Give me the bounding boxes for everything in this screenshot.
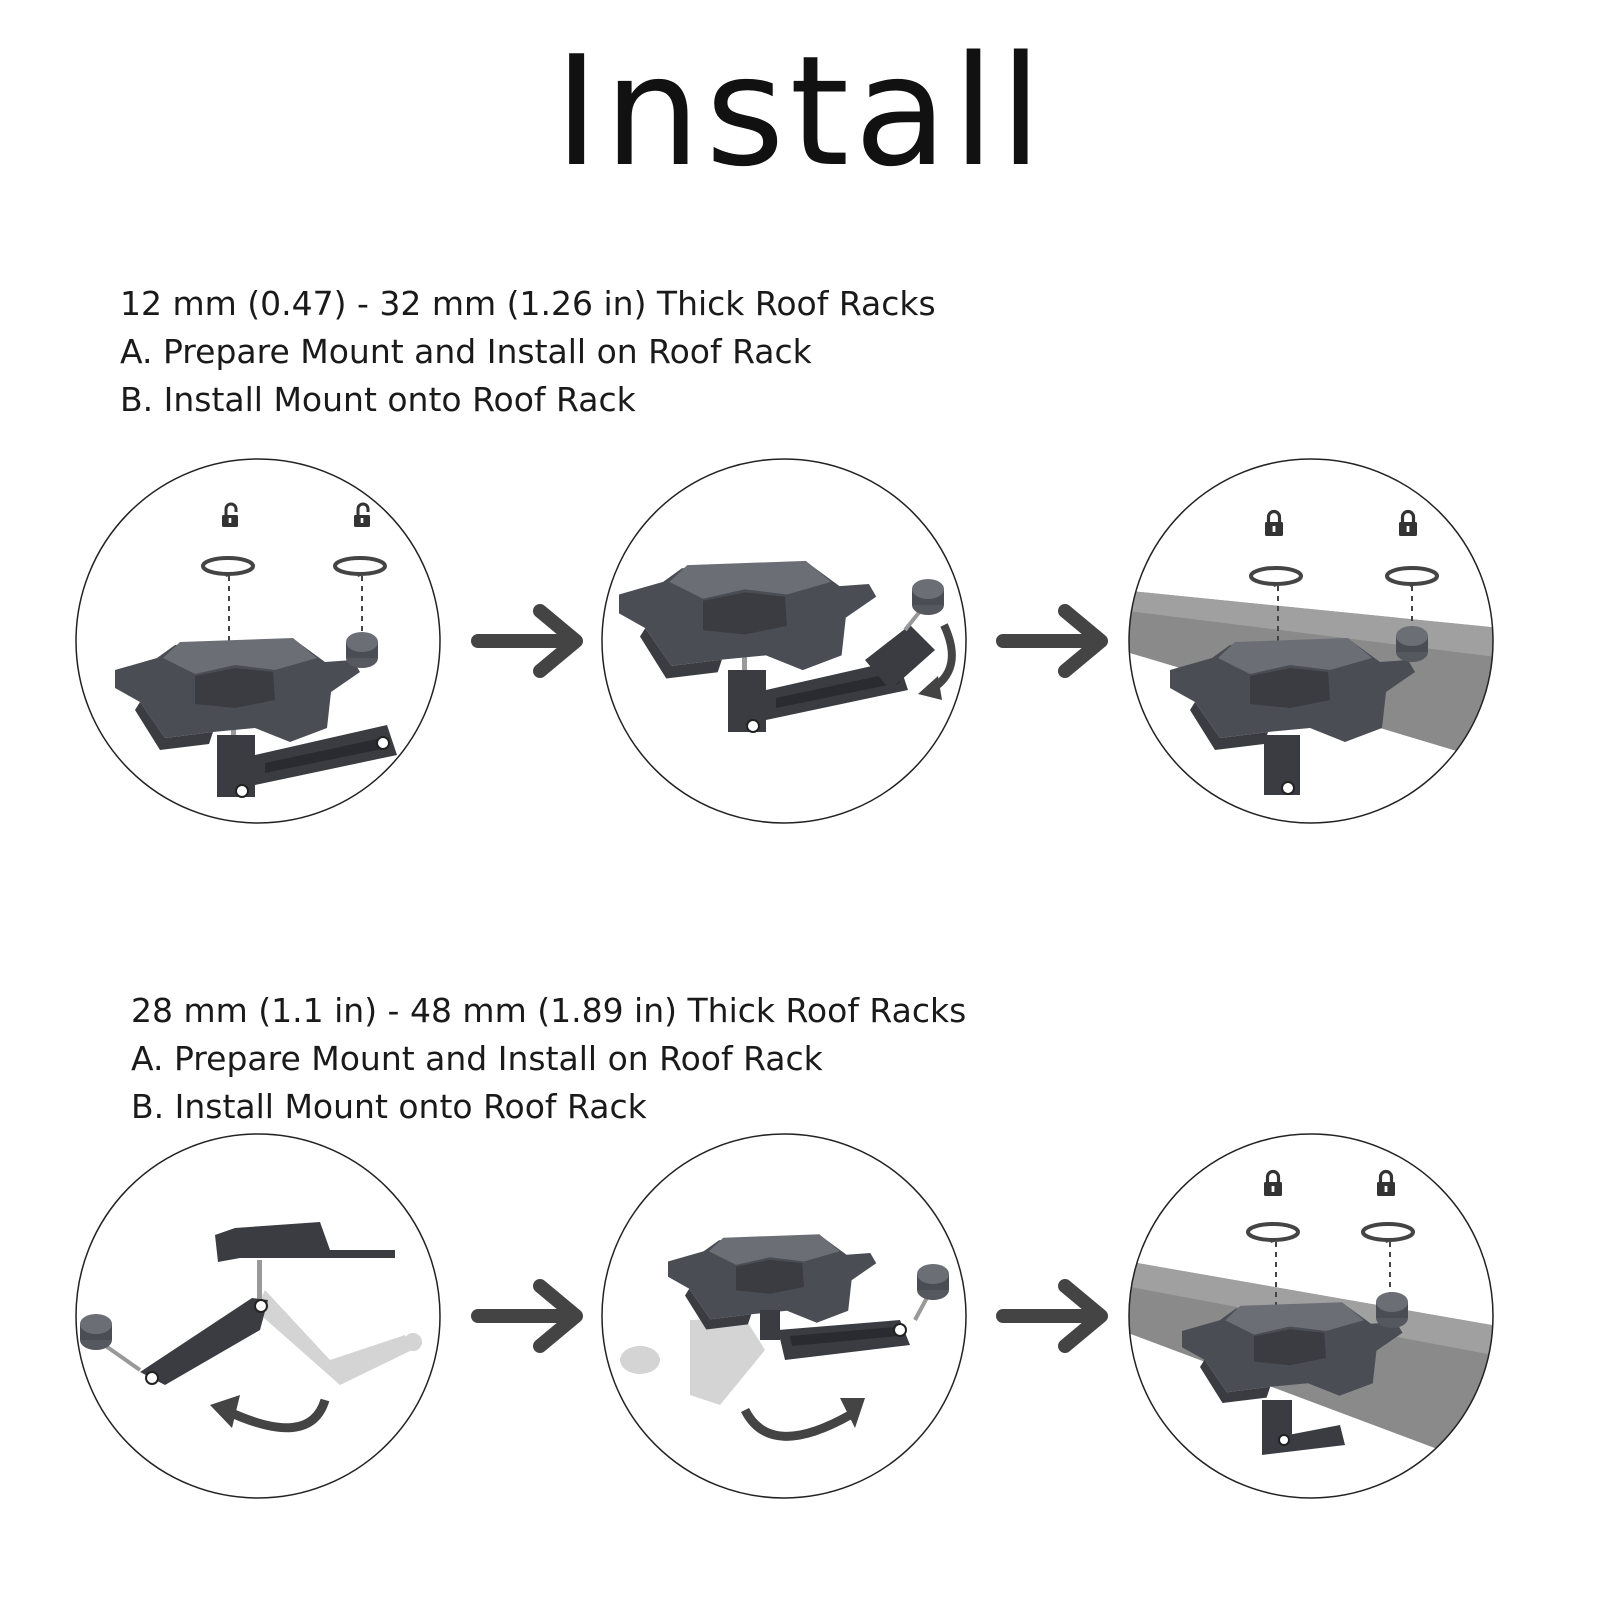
right-arrow-icon (1003, 1286, 1101, 1346)
right-arrow-icon (1003, 611, 1101, 671)
section-1-step-a: A. Prepare Mount and Install on Roof Rac… (120, 332, 812, 371)
knob-icon (80, 1314, 112, 1350)
section-2-instructions: 28 mm (1.1 in) - 48 mm (1.89 in) Thick R… (131, 987, 966, 1131)
right-arrow-icon (478, 1286, 576, 1346)
section-1-instructions: 12 mm (0.47) - 32 mm (1.26 in) Thick Roo… (120, 280, 936, 424)
step-1c-illustration (1128, 458, 1494, 824)
section-1-step-b: B. Install Mount onto Roof Rack (120, 380, 636, 419)
knob-icon (917, 1264, 949, 1300)
knob-icon (912, 579, 944, 615)
step-1b-illustration (601, 458, 967, 824)
section-2-heading: 28 mm (1.1 in) - 48 mm (1.89 in) Thick R… (131, 991, 967, 1030)
section-1-heading: 12 mm (0.47) - 32 mm (1.26 in) Thick Roo… (120, 284, 936, 323)
step-2c-illustration (1128, 1133, 1494, 1499)
knob-icon (1396, 626, 1428, 662)
section-2-step-b: B. Install Mount onto Roof Rack (131, 1087, 647, 1126)
knob-icon (1376, 1292, 1408, 1328)
right-arrow-icon (478, 611, 576, 671)
knob-icon (346, 632, 378, 668)
page-title: Install (554, 23, 1047, 200)
section-2-step-a: A. Prepare Mount and Install on Roof Rac… (131, 1039, 823, 1078)
step-2a-illustration (75, 1133, 441, 1499)
step-2b-illustration (601, 1133, 967, 1499)
step-1a-illustration (75, 458, 441, 824)
